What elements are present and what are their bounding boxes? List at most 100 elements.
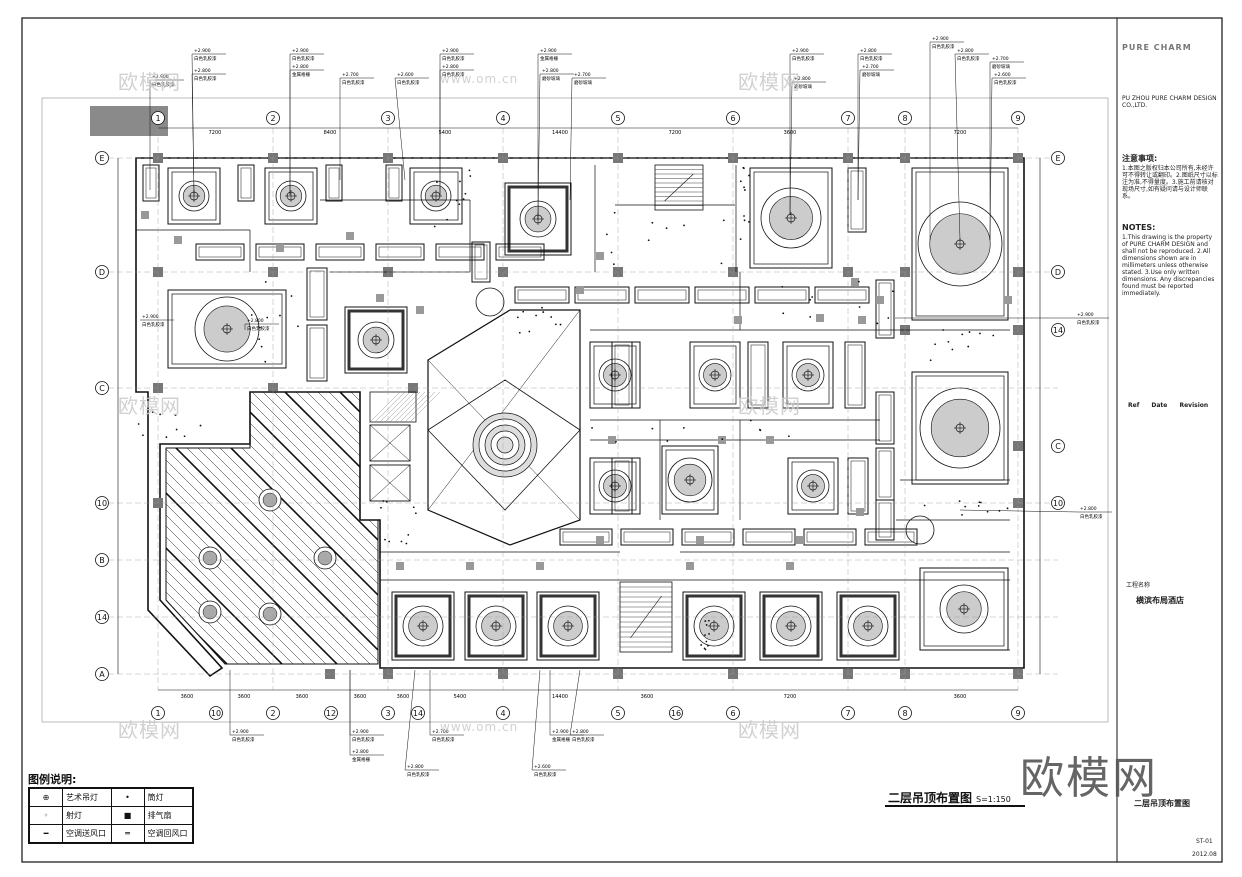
- lamp-ring: [357, 321, 395, 359]
- material-tag: 白色乳胶漆: [1080, 513, 1103, 520]
- level-tag: +2.900: [142, 314, 159, 320]
- ceiling-recess: [409, 167, 463, 225]
- grid-bubble: [726, 111, 740, 125]
- drawing-scale: S=1:150: [976, 795, 1011, 804]
- dimension-text: 3600: [238, 694, 251, 700]
- level-tag: +2.700: [574, 72, 591, 78]
- downlight-icon: [142, 434, 144, 437]
- level-tag: +2.700: [342, 72, 359, 78]
- level-tag: +2.900: [352, 729, 369, 735]
- downlight-icon: [704, 634, 706, 637]
- watermark-logo: 欧模网: [738, 70, 801, 94]
- sheet-date: 2012.08: [1192, 851, 1217, 858]
- dimension-text: 7200: [669, 130, 682, 136]
- downlight-icon: [400, 540, 403, 543]
- level-tag: +2.600: [397, 72, 414, 78]
- legend-title: 图例说明:: [28, 773, 77, 786]
- downlight-icon: [811, 296, 814, 298]
- ceiling-strip: [240, 392, 378, 664]
- ceiling-strip: [166, 392, 344, 664]
- level-tag: +2.800: [194, 68, 211, 74]
- grid-label: 14: [413, 709, 423, 718]
- downlight-icon: [929, 359, 932, 362]
- material-tag: 白色乳胶漆: [534, 771, 557, 778]
- elevator-cross: [369, 424, 411, 462]
- material-tag: 白色乳胶漆: [342, 79, 365, 86]
- ceiling-strip: [166, 392, 366, 664]
- round-recess: [905, 515, 935, 545]
- hatch-line: [399, 391, 431, 423]
- linear-light-slot-inner: [517, 289, 567, 301]
- exhaust-fan-icon: [858, 316, 866, 324]
- linear-light-slot-inner: [318, 246, 362, 258]
- level-tag: +2.900: [552, 729, 569, 735]
- grid-label: E: [1055, 154, 1060, 163]
- grid-bubble: [1011, 111, 1025, 125]
- tag-leader: [954, 53, 961, 241]
- linear-light-slot: [574, 286, 630, 304]
- exhaust-fan-icon: [596, 252, 604, 260]
- exhaust-fan-icon: [174, 236, 182, 244]
- level-tag: +2.700: [862, 64, 879, 70]
- ceiling-recess: [689, 341, 741, 409]
- downlight-icon: [528, 330, 531, 333]
- downlight-icon: [961, 333, 964, 336]
- exhaust-fan-icon: [686, 562, 694, 570]
- downlight-icon: •: [110, 788, 145, 807]
- linear-light-slot-inner: [474, 244, 488, 280]
- linear-light-slot: [315, 243, 365, 261]
- ceiling-recess-inner: [839, 594, 897, 658]
- legend-label: 空调回风口: [143, 824, 193, 843]
- dimension-text: 3600: [181, 694, 194, 700]
- grid-label: 9: [1015, 709, 1020, 718]
- downlight-icon: [382, 500, 385, 502]
- level-tag: +2.800: [442, 64, 459, 70]
- lamp-ring: [698, 358, 732, 392]
- level-tag: +2.800: [542, 68, 559, 74]
- downlight-icon: [436, 181, 438, 183]
- lamp-ring: [402, 605, 444, 647]
- grid-label: E: [99, 154, 104, 163]
- grid-label: 5: [615, 709, 620, 718]
- title-underline: [885, 805, 1025, 807]
- lamp-ring: [667, 457, 713, 503]
- atrium-dome-ring: [496, 436, 514, 454]
- downlight-icon: [1006, 507, 1009, 510]
- project-name: 横滨布局酒店: [1136, 596, 1184, 605]
- linear-light-slot: [385, 164, 403, 202]
- level-tag: +2.900: [232, 729, 249, 735]
- level-tag: +2.800: [407, 764, 424, 770]
- ceiling-strip: [166, 392, 212, 664]
- downlight-icon: [743, 167, 745, 170]
- ceiling-strip: [166, 392, 378, 664]
- title-block-frame: [1116, 17, 1223, 863]
- downlight-icon: [183, 435, 186, 438]
- level-tag: +2.800: [247, 318, 264, 324]
- downlight-icon: [264, 360, 267, 363]
- grid-label: 6: [730, 114, 735, 123]
- linear-light-slot: [747, 341, 769, 409]
- level-tag: +2.700: [432, 729, 449, 735]
- material-tag: 白色乳胶漆: [932, 43, 955, 50]
- level-tag: +2.600: [994, 72, 1011, 78]
- grid-label: 7: [845, 709, 850, 718]
- legend-label: 筒灯: [143, 788, 193, 807]
- ceiling-recess-inner: [539, 594, 597, 658]
- tag-leader: [404, 669, 416, 771]
- material-tag: 白色乳胶漆: [194, 55, 217, 62]
- dimension-text: 3600: [641, 694, 654, 700]
- material-tag: 白色乳胶漆: [292, 55, 315, 62]
- ceiling-strip: [166, 392, 333, 664]
- grid-bubble: [95, 381, 109, 395]
- linear-light-slot-inner: [806, 531, 854, 543]
- ceiling-recess-inner: [171, 293, 283, 365]
- pendant-disc: [202, 604, 218, 620]
- grid-bubble: [898, 111, 912, 125]
- level-tag: +2.800: [794, 76, 811, 82]
- dimension-text: 3600: [954, 694, 967, 700]
- notes-en-heading: NOTES:: [1122, 223, 1156, 232]
- ceiling-strip: [166, 392, 201, 664]
- ceiling-strip: [207, 392, 378, 664]
- level-tag: +2.900: [1077, 312, 1094, 318]
